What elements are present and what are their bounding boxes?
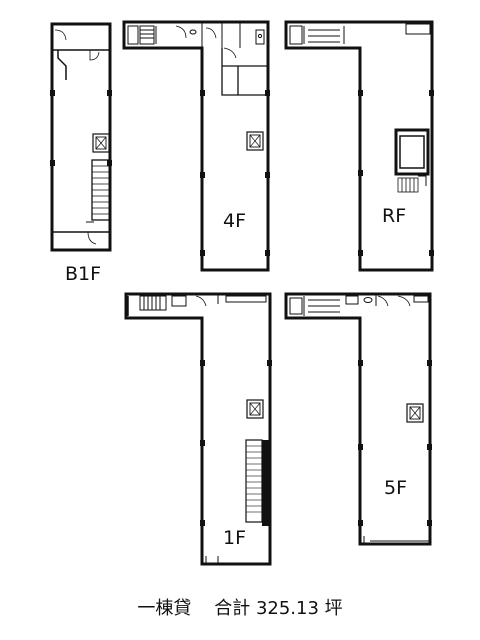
floor-plan-4f — [122, 20, 270, 272]
floor-plan-rf — [284, 20, 434, 272]
summary-caption: 一棟貸 合計 325.13 坪 — [0, 594, 480, 620]
elevator-icon — [406, 403, 424, 423]
rental-type: 一棟貸 — [137, 598, 192, 619]
elevator-icon — [246, 399, 264, 419]
total-label: 合計 — [214, 598, 251, 619]
elevator-icon — [246, 131, 264, 151]
floor-label-rf: RF — [382, 205, 407, 227]
floor-label-b1f: B1F — [65, 263, 102, 285]
floor-label-1f: 1F — [223, 527, 247, 549]
floor-label-4f: 4F — [223, 210, 247, 232]
total-area: 325.13 — [255, 598, 319, 619]
elevator-icon — [92, 133, 110, 153]
floor-plan-1f — [124, 292, 272, 566]
floor-label-5f: 5F — [384, 477, 408, 499]
area-unit: 坪 — [324, 598, 343, 619]
floor-plan-5f — [284, 292, 432, 546]
